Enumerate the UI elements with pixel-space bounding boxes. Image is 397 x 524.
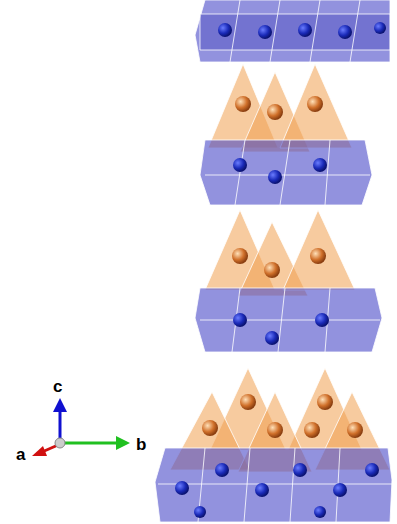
- axis-label: b: [136, 436, 146, 453]
- axis-label: a: [16, 446, 25, 463]
- axis-label: c: [53, 378, 62, 395]
